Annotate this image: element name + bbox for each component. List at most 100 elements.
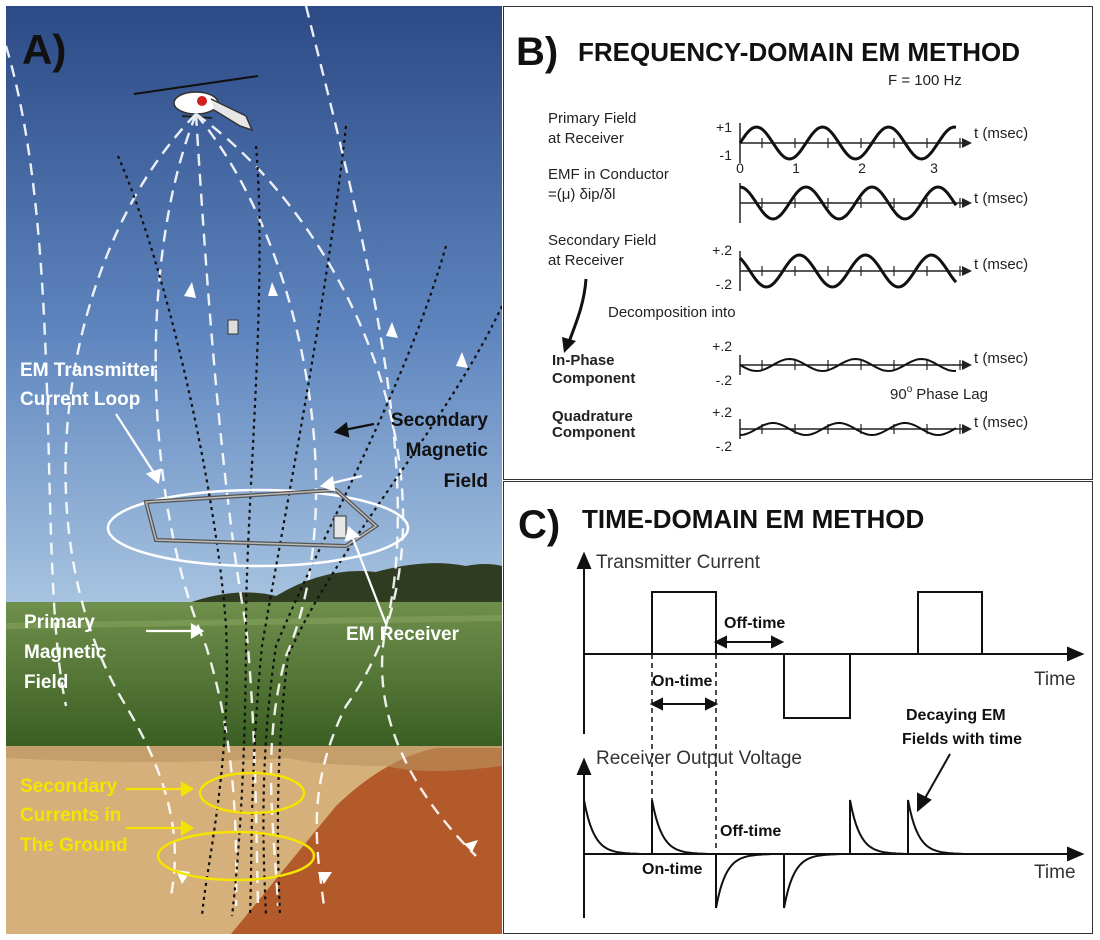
svg-text:Fields with time: Fields with time — [902, 731, 1022, 748]
time-axis-label-bottom: Time — [1034, 862, 1076, 883]
svg-text:+1: +1 — [716, 119, 732, 135]
svg-text:Secondary: Secondary — [391, 410, 489, 431]
transmitter-loop — [106, 319, 410, 568]
decay-curve-4 — [783, 853, 841, 909]
svg-text:at Receiver: at Receiver — [548, 130, 624, 147]
svg-text:+.2: +.2 — [712, 338, 732, 354]
svg-text:Primary: Primary — [24, 612, 95, 633]
annotation-arrows — [115, 413, 388, 639]
receiver-label: EM Receiver — [346, 624, 460, 645]
decay-curve-3 — [715, 853, 773, 909]
transmitter-axes — [576, 551, 1085, 734]
panel-c-time-domain: C) TIME-DOMAIN EM METHOD Transmitter Cur… — [503, 481, 1093, 934]
receiver-axes — [576, 757, 1085, 918]
time-tick-3: 3 — [930, 160, 938, 176]
secondary-field-pointer — [333, 421, 375, 438]
receiver-voltage-label: Receiver Output Voltage — [596, 748, 802, 769]
svg-text:The Ground: The Ground — [20, 835, 128, 856]
airborne-em-illustration: A) EM Transmitter Current Loop Secondary… — [4, 5, 503, 934]
time-domain-diagram: C) TIME-DOMAIN EM METHOD Transmitter Cur… — [518, 503, 1085, 918]
secondary-field-wave — [738, 253, 958, 289]
panel-b-title: FREQUENCY-DOMAIN EM METHOD — [578, 37, 1020, 67]
on-time-guides — [651, 654, 717, 852]
panel-c-letter: C) — [518, 503, 560, 547]
panel-a-airborne-em: A) EM Transmitter Current Loop Secondary… — [4, 5, 503, 934]
decay-curve-6 — [907, 799, 965, 855]
inphase-wave — [739, 357, 957, 373]
svg-text:Component: Component — [552, 424, 635, 441]
panel-c-title: TIME-DOMAIN EM METHOD — [582, 504, 924, 534]
emf-wave-arrowhead — [962, 198, 972, 208]
svg-text:=(μ) δip/δl: =(μ) δip/δl — [548, 186, 615, 203]
on-time-label-bottom: On-time — [642, 861, 703, 878]
quadrature-wave — [739, 422, 957, 437]
inphase-wave-arrowhead — [962, 360, 972, 370]
conductive-body — [231, 748, 502, 934]
primary-field-wave — [738, 125, 957, 161]
axis-label-inphase: t (msec) — [974, 350, 1028, 367]
svg-text:Currents in: Currents in — [20, 805, 121, 826]
secondary-field-label: Secondary Magnetic Field — [391, 410, 489, 492]
row-label-inphase: In-Phase — [552, 352, 615, 369]
currents-pointers — [126, 781, 195, 836]
panel-b-letter: B) — [516, 30, 558, 74]
svg-text:+.2: +.2 — [712, 242, 732, 258]
svg-text:EM Transmitter: EM Transmitter — [20, 360, 158, 381]
decomposition-label: Decomposition into — [608, 304, 736, 321]
decay-curve-5 — [849, 799, 907, 855]
em-receiver-pod — [333, 515, 347, 539]
svg-text:Current Loop: Current Loop — [20, 389, 140, 410]
primary-field-label: Primary Magnetic Field — [24, 612, 107, 693]
svg-text:Field: Field — [444, 471, 488, 492]
decaying-pointer — [917, 753, 951, 813]
transmitter-label: EM Transmitter Current Loop — [20, 360, 158, 410]
row-label-quadrature: Quadrature — [552, 408, 633, 425]
svg-text:Decaying EM: Decaying EM — [906, 707, 1006, 724]
axis-label-primary: t (msec) — [974, 125, 1028, 142]
decay-curves — [583, 799, 965, 909]
frequency-label: F = 100 Hz — [888, 72, 962, 89]
axis-label-emf: t (msec) — [974, 190, 1028, 207]
on-time-arrow-top — [649, 697, 719, 711]
row-label-secondary: Secondary Field — [548, 232, 656, 249]
svg-text:Magnetic: Magnetic — [24, 642, 107, 663]
svg-text:at Receiver: at Receiver — [548, 252, 624, 269]
row-label-emf: EMF in Conductor — [548, 166, 669, 183]
quadrature-wave-arrowhead — [962, 424, 972, 434]
svg-text:+.2: +.2 — [712, 404, 732, 420]
svg-text:Secondary: Secondary — [20, 776, 118, 797]
time-axis-label-top: Time — [1034, 669, 1076, 690]
decay-curve-2 — [651, 799, 709, 855]
svg-text:Component: Component — [552, 370, 635, 387]
waveforms — [738, 123, 972, 439]
off-time-label-bottom: Off-time — [720, 823, 781, 840]
time-tick-2: 2 — [858, 160, 866, 176]
transmitter-waveform — [584, 591, 1072, 719]
emf-wave — [739, 185, 958, 221]
svg-text:Magnetic: Magnetic — [406, 440, 489, 461]
transmitter-current-label: Transmitter Current — [596, 552, 761, 573]
svg-text:Field: Field — [24, 672, 68, 693]
secondary-field-lines — [116, 125, 503, 917]
primary-field-lines — [4, 5, 477, 907]
axis-label-quadrature: t (msec) — [974, 414, 1028, 431]
frequency-domain-diagram: B) FREQUENCY-DOMAIN EM METHOD F = 100 Hz… — [516, 30, 1028, 454]
currents-label: Secondary Currents in The Ground — [20, 776, 128, 856]
off-time-label-top: Off-time — [724, 615, 785, 632]
row-label-primary: Primary Field — [548, 110, 636, 127]
svg-text:-.2: -.2 — [716, 372, 733, 388]
svg-text:-.2: -.2 — [716, 438, 733, 454]
decomposition-arrow — [562, 278, 588, 353]
decay-curve-1 — [583, 799, 641, 855]
time-tick-1: 1 — [792, 160, 800, 176]
primary-field-wave-arrowhead — [962, 138, 972, 148]
svg-text:-.2: -.2 — [716, 276, 733, 292]
secondary-field-wave-arrowhead — [962, 266, 972, 276]
on-time-label-top: On-time — [652, 673, 713, 690]
axis-label-secondary: t (msec) — [974, 256, 1028, 273]
time-tick-0: 0 — [736, 160, 744, 176]
panel-a-letter: A) — [22, 26, 66, 73]
svg-text:-1: -1 — [720, 147, 733, 163]
off-time-arrow-top — [713, 635, 785, 649]
